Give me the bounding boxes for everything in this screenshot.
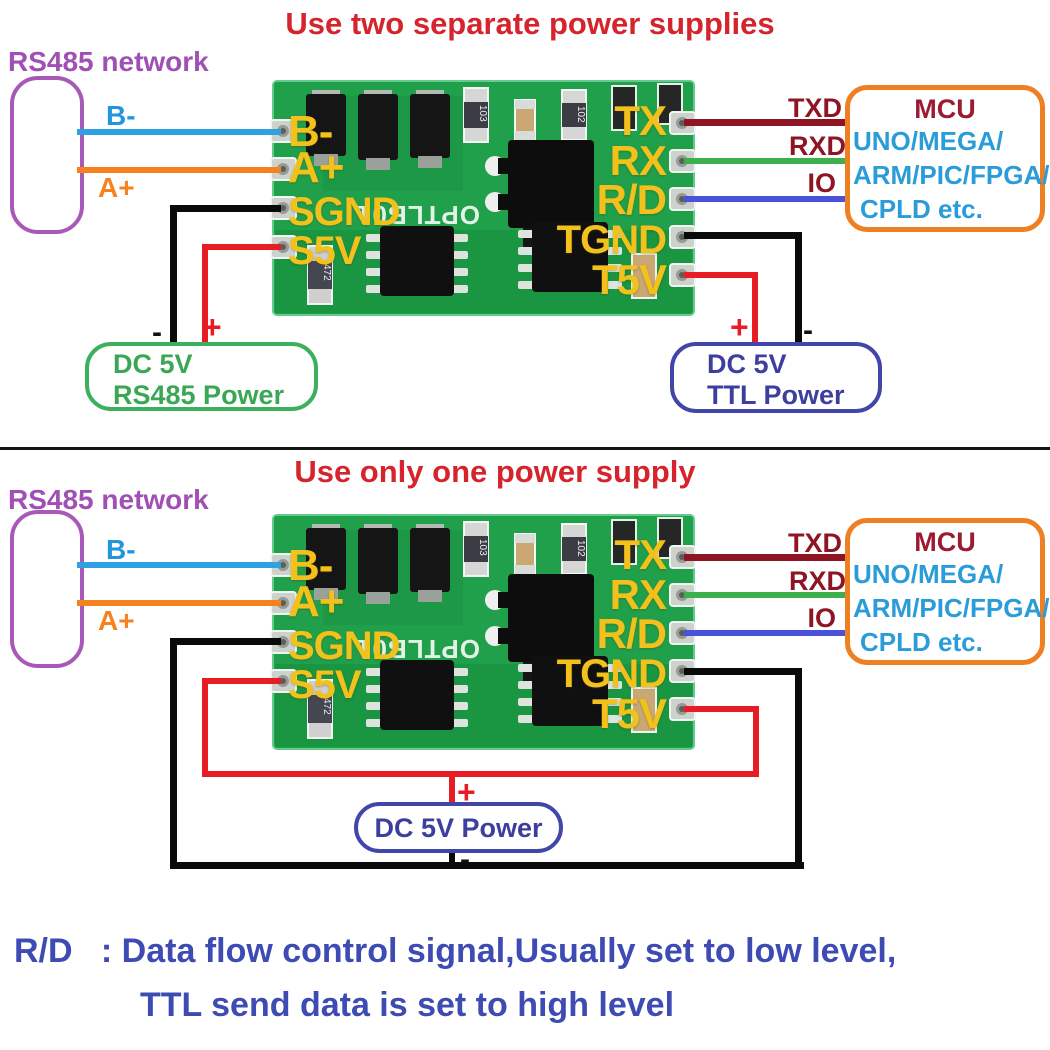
single-power-minus-sign: -	[460, 843, 470, 876]
pin-label-t5v-2: T5V	[591, 690, 667, 737]
single-power-box: DC 5V Power	[354, 802, 563, 853]
wire-s5v-horizontal-1	[202, 244, 281, 250]
wire-s5v-vertical-2	[202, 678, 208, 777]
rs485-ttl-module-1: OPTLB01 B- A+ SGND S5V TX RX R/D TGND T5…	[268, 78, 698, 318]
signal-label-rxd-2: RXD	[788, 566, 846, 596]
wire-ground-bottom-2	[170, 862, 804, 869]
ttl-power-line2: TTL Power	[707, 380, 845, 410]
pin-label-rd-2: R/D	[596, 610, 667, 657]
signal-label-txd-1: TXD	[788, 93, 842, 123]
mcu-line2-2: ARM/PIC/FPGA/	[853, 593, 1050, 623]
rs485-power-line2: RS485 Power	[113, 380, 285, 410]
wire-power-minus-stub-2	[449, 850, 455, 864]
pin-label-rd-1: R/D	[596, 176, 667, 223]
mcu-title-2: MCU	[914, 527, 976, 557]
signal-label-io-1: IO	[807, 168, 836, 198]
pin-label-tx-2: TX	[614, 531, 667, 578]
rs485-power-plus-sign: +	[203, 309, 222, 345]
wire-5v-bus-2	[202, 771, 759, 777]
wire-t5v-horizontal-2	[684, 706, 758, 712]
pin-label-s5v-1: S5V	[288, 229, 362, 273]
wire-tgnd-horizontal-1	[684, 232, 802, 239]
footer-note-line2: TTL send data is set to high level	[140, 986, 675, 1024]
pin-label-rx-2: RX	[609, 571, 667, 618]
pin-label-b-minus-1: B-	[288, 107, 333, 156]
pin-label-b-minus-2: B-	[288, 541, 333, 590]
rs485-power-minus-sign: -	[152, 316, 162, 349]
rs485-network-node-2	[10, 510, 84, 668]
wire-txd-1	[684, 119, 847, 126]
wire-label-b-minus-1: B-	[106, 100, 136, 131]
wire-s5v-vertical-1	[202, 244, 208, 345]
mcu-title-1: MCU	[914, 94, 976, 124]
signal-label-io-2: IO	[807, 603, 836, 633]
wire-tgnd-horizontal-2	[684, 668, 802, 675]
mcu-box-2: MCU UNO/MEGA/ ARM/PIC/FPGA/ CPLD etc.	[845, 518, 1050, 665]
pin-label-sgnd-1: SGND	[288, 190, 401, 234]
mcu-line1-1: UNO/MEGA/	[853, 126, 1004, 156]
wire-txd-2	[684, 554, 847, 561]
pin-label-t5v-1: T5V	[591, 256, 667, 303]
wire-rxd-1	[684, 158, 847, 164]
wire-io-1	[684, 196, 847, 202]
ttl-power-box: DC 5V TTL Power	[670, 342, 882, 413]
section-title-2: Use only one power supply	[294, 454, 696, 489]
wire-label-b-minus-2: B-	[106, 534, 136, 565]
wire-rxd-2	[684, 592, 847, 598]
rs485-power-box: DC 5V RS485 Power	[85, 342, 318, 411]
section-title-1: Use two separate power supplies	[285, 6, 775, 41]
pin-label-sgnd-2: SGND	[288, 624, 401, 668]
wire-s5v-horizontal-2	[202, 678, 281, 684]
wire-power-plus-stub-2	[449, 774, 455, 805]
wire-label-a-plus-2: A+	[98, 605, 135, 636]
ttl-power-line1: DC 5V	[707, 349, 787, 379]
mcu-line3-2: CPLD etc.	[860, 627, 983, 657]
rs485-power-line1: DC 5V	[113, 349, 193, 379]
wire-t5v-vertical-2	[753, 706, 759, 777]
pin-label-tx-1: TX	[614, 97, 667, 144]
pin-label-tgnd-2: TGND	[556, 652, 667, 696]
signal-label-txd-2: TXD	[788, 528, 842, 558]
wire-t5v-vertical-1	[752, 272, 758, 345]
mcu-line3-1: CPLD etc.	[860, 194, 983, 224]
wire-label-a-plus-1: A+	[98, 172, 135, 203]
footer-note-line1: R/D : Data flow control signal,Usually s…	[14, 932, 897, 970]
signal-label-rxd-1: RXD	[788, 131, 846, 161]
wire-sgnd-horizontal-2	[170, 638, 281, 645]
rs485-network-node-1	[10, 76, 84, 234]
wire-tgnd-vertical-1	[795, 232, 802, 345]
pin-label-tgnd-1: TGND	[556, 218, 667, 262]
wire-sgnd-vertical-2	[170, 638, 177, 869]
pin-label-a-plus-1: A+	[288, 143, 344, 192]
wire-sgnd-vertical-1	[170, 205, 177, 345]
wire-a-plus-2	[77, 600, 281, 606]
wire-b-minus-1	[77, 129, 281, 135]
single-power-plus-sign: +	[457, 774, 476, 810]
mcu-box-1: MCU UNO/MEGA/ ARM/PIC/FPGA/ CPLD etc.	[845, 85, 1050, 232]
wire-sgnd-horizontal-1	[170, 205, 281, 212]
wire-io-2	[684, 630, 847, 636]
wire-a-plus-1	[77, 167, 281, 173]
rs485-network-label-1: RS485 network	[8, 46, 209, 77]
mcu-line2-1: ARM/PIC/FPGA/	[853, 160, 1050, 190]
pin-label-a-plus-2: A+	[288, 577, 344, 626]
wire-tgnd-vertical-2	[795, 668, 802, 869]
pin-label-rx-1: RX	[609, 137, 667, 184]
section-divider	[0, 447, 1050, 450]
wire-b-minus-2	[77, 562, 281, 568]
ttl-power-plus-sign: +	[730, 309, 749, 345]
single-power-label: DC 5V Power	[374, 813, 543, 843]
rs485-ttl-module-2: OPTLB01 B- A+ SGND S5V TX RX R/D TGND T5…	[268, 512, 698, 752]
pin-label-s5v-2: S5V	[288, 663, 362, 707]
rs485-network-label-2: RS485 network	[8, 484, 209, 515]
wire-t5v-horizontal-1	[684, 272, 758, 278]
mcu-line1-2: UNO/MEGA/	[853, 559, 1004, 589]
ttl-power-minus-sign: -	[803, 314, 813, 347]
